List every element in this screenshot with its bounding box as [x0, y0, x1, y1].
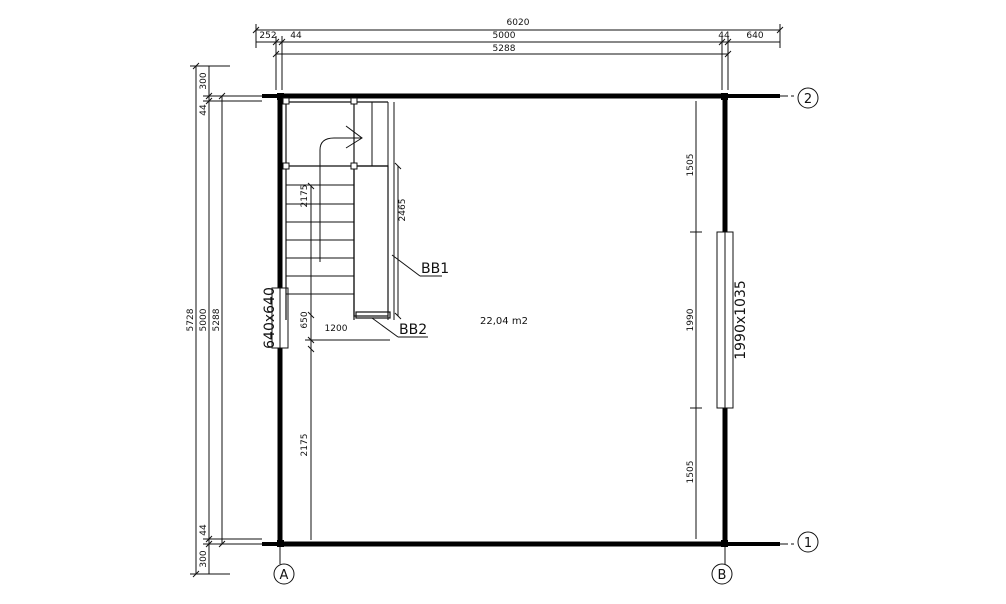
dim-top-gap: 300 — [199, 72, 209, 89]
dim-right-wall: 44 — [718, 31, 730, 41]
grid-axes: A B 2 1 — [245, 87, 819, 585]
dim-landing: 650 — [300, 311, 310, 328]
bb1-label: BB1 — [421, 261, 449, 277]
dim-stair-height: 2465 — [398, 199, 408, 222]
dim-right-middle: 1990 — [686, 308, 696, 331]
dim-left-wall: 44 — [290, 31, 302, 41]
staircase: BB1 BB2 — [282, 97, 449, 338]
axis-a-label: A — [280, 568, 289, 583]
stair-dimensions: 2465 2175 650 1200 2175 — [300, 162, 408, 540]
dim-bottom-gap: 300 — [199, 550, 209, 567]
axis-b-label: B — [718, 568, 727, 583]
dim-bottom-wall: 44 — [199, 524, 209, 536]
dim-inner-height: 5000 — [199, 308, 209, 331]
walls — [262, 93, 780, 547]
right-window-label: 1990x1035 — [733, 280, 749, 360]
axis-b-bubble — [711, 563, 733, 585]
axis-2-bubble — [797, 87, 819, 109]
dim-overall-width: 6020 — [507, 18, 530, 28]
axis-a-bubble — [273, 563, 295, 585]
bb2-label: BB2 — [399, 322, 427, 338]
dim-upper-stair: 2175 — [300, 185, 310, 208]
top-dimension-chain: 6020 252 44 5000 44 640 5288 — [252, 18, 784, 90]
dim-span: 5000 — [493, 31, 516, 41]
axis-1-bubble — [797, 531, 819, 553]
dim-inner-total-height: 5288 — [212, 308, 222, 331]
dim-right-gap: 640 — [746, 31, 763, 41]
dim-stair-width: 1200 — [325, 324, 348, 334]
room-area-label: 22,04 m2 — [480, 316, 528, 327]
left-window-label: 640x640 — [262, 287, 278, 349]
right-inner-dimensions: 1505 1990 1505 — [686, 101, 702, 539]
dim-inner-total: 5288 — [493, 44, 516, 54]
dim-left-gap: 252 — [259, 31, 276, 41]
dim-lower-stair: 2175 — [300, 434, 310, 457]
dim-overall-height: 5728 — [186, 308, 196, 331]
dim-right-lower: 1505 — [686, 461, 696, 484]
dim-right-upper: 1505 — [686, 154, 696, 177]
axis-1-label: 1 — [804, 536, 812, 551]
axis-2-label: 2 — [804, 92, 812, 107]
dim-top-wall: 44 — [199, 104, 209, 116]
left-dimension-chain: 5728 5000 5288 300 44 44 300 — [186, 62, 262, 578]
